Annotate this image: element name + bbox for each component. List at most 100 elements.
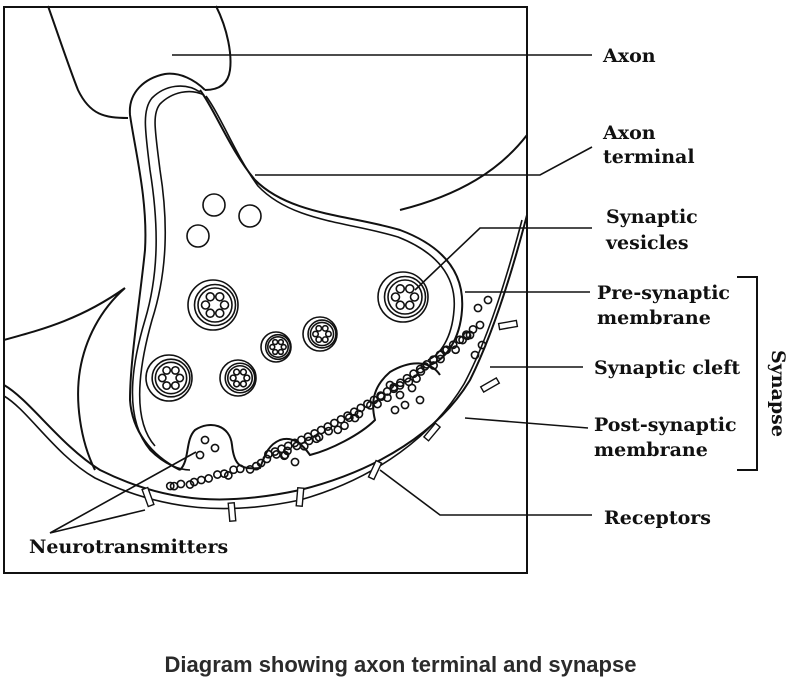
neurotransmitter xyxy=(206,309,214,317)
neurotransmitter-dot xyxy=(391,406,398,413)
synaptic-vesicle xyxy=(220,360,256,396)
vesicle-inner xyxy=(310,322,333,345)
receptor xyxy=(296,488,304,506)
vesicle-membrane xyxy=(195,285,236,326)
receptor xyxy=(481,378,500,392)
neurotransmitter xyxy=(241,381,247,387)
receptor xyxy=(368,461,381,480)
neurotransmitter xyxy=(163,367,170,374)
neurotransmitter xyxy=(406,301,414,309)
label-axon-terminal-1: Axon xyxy=(602,122,656,144)
neurotransmitter-dot xyxy=(476,321,483,328)
neurotransmitter xyxy=(244,375,250,381)
neurotransmitter xyxy=(323,337,328,342)
label-post-synaptic-2: membrane xyxy=(594,439,708,461)
vesicle-empty xyxy=(239,205,261,227)
leader-receptors xyxy=(380,470,592,515)
receptor xyxy=(499,320,518,329)
neurotransmitter xyxy=(216,293,224,301)
neurotransmitter xyxy=(230,375,236,381)
neurotransmitter xyxy=(159,374,166,381)
neurotransmitter-dot xyxy=(177,480,184,487)
neurotransmitter-dot xyxy=(334,426,341,433)
neurotransmitter xyxy=(172,367,179,374)
empty-vesicles xyxy=(187,194,261,247)
neurotransmitter xyxy=(316,337,321,342)
neurotransmitter xyxy=(163,382,170,389)
neurotransmitter xyxy=(270,345,275,350)
postsynaptic-cell-boundary xyxy=(400,135,527,210)
neurotransmitter-dot xyxy=(291,458,298,465)
neurotransmitter-dot xyxy=(205,475,212,482)
label-receptors: Receptors xyxy=(604,507,711,529)
neurotransmitter-dot xyxy=(214,471,221,478)
neurotransmitter-dot xyxy=(341,422,348,429)
neurotransmitter xyxy=(216,309,224,317)
neurotransmitter xyxy=(278,350,283,355)
vesicle-membrane xyxy=(385,277,426,318)
label-post-synaptic-1: Post-synaptic xyxy=(594,414,737,436)
neurotransmitter xyxy=(411,293,419,301)
neurotransmitter-dot xyxy=(198,476,205,483)
vesicle-inner xyxy=(155,362,186,393)
label-synaptic-vesicles-1: Synaptic xyxy=(606,206,698,228)
synaptic-vesicle xyxy=(188,280,238,330)
neurotransmitter-dot xyxy=(325,428,332,435)
leader-neurotransmitters xyxy=(50,452,196,533)
neurotransmitter xyxy=(273,350,278,355)
neurotransmitter xyxy=(313,331,318,336)
neurotransmitter-dot xyxy=(484,296,491,303)
label-synapse: Synapse xyxy=(767,350,789,437)
neurotransmitter xyxy=(221,301,229,309)
receptor-body xyxy=(499,320,518,329)
neurotransmitter xyxy=(316,326,321,331)
neurotransmitter xyxy=(206,293,214,301)
neurotransmitter-dot xyxy=(416,396,423,403)
neurotransmitter xyxy=(273,340,278,345)
neurotransmitter-dot xyxy=(211,444,218,451)
leader-axon-terminal xyxy=(255,147,592,175)
label-axon-terminal-2: terminal xyxy=(603,146,695,168)
vesicle-empty xyxy=(203,194,225,216)
neurotransmitter xyxy=(326,331,331,336)
receptor-body xyxy=(228,503,236,521)
figure-caption: Diagram showing axon terminal and synaps… xyxy=(0,652,801,678)
neurotransmitter xyxy=(234,369,240,375)
receptor-body xyxy=(481,378,500,392)
neurotransmitter xyxy=(396,285,404,293)
synaptic-vesicle xyxy=(378,272,428,322)
label-synaptic-cleft: Synaptic cleft xyxy=(594,357,740,379)
synaptic-vesicles xyxy=(146,272,428,401)
label-axon: Axon xyxy=(602,45,656,67)
receptor-body xyxy=(368,461,381,480)
neurotransmitter xyxy=(241,369,247,375)
neurotransmitter xyxy=(176,374,183,381)
synaptic-vesicle xyxy=(146,355,192,401)
synaptic-vesicle xyxy=(261,332,291,362)
label-synaptic-vesicles-2: vesicles xyxy=(605,232,689,254)
vesicle-inner xyxy=(228,366,252,390)
neurotransmitter xyxy=(202,301,210,309)
label-neurotransmitters: Neurotransmitters xyxy=(29,536,228,558)
neurotransmitter-dot xyxy=(401,401,408,408)
neurotransmitter xyxy=(281,345,286,350)
neurotransmitter xyxy=(396,301,404,309)
neurotransmitter xyxy=(406,285,414,293)
neurotransmitter xyxy=(234,381,240,387)
neurotransmitter-dot xyxy=(408,384,415,391)
axon-shape xyxy=(48,6,230,118)
neurotransmitter xyxy=(323,326,328,331)
receptor-body xyxy=(296,488,304,506)
neurotransmitter-dot xyxy=(201,436,208,443)
neurotransmitter-dot xyxy=(474,304,481,311)
label-pre-synaptic-2: membrane xyxy=(597,307,711,329)
neurotransmitter-dot xyxy=(196,451,203,458)
vesicle-inner xyxy=(198,288,232,322)
receptors xyxy=(142,320,517,521)
diagram-frame xyxy=(4,7,527,573)
vesicle-inner xyxy=(268,337,288,357)
leader-synaptic-vesicles xyxy=(415,228,592,290)
receptor xyxy=(228,503,236,521)
vesicle-empty xyxy=(187,225,209,247)
